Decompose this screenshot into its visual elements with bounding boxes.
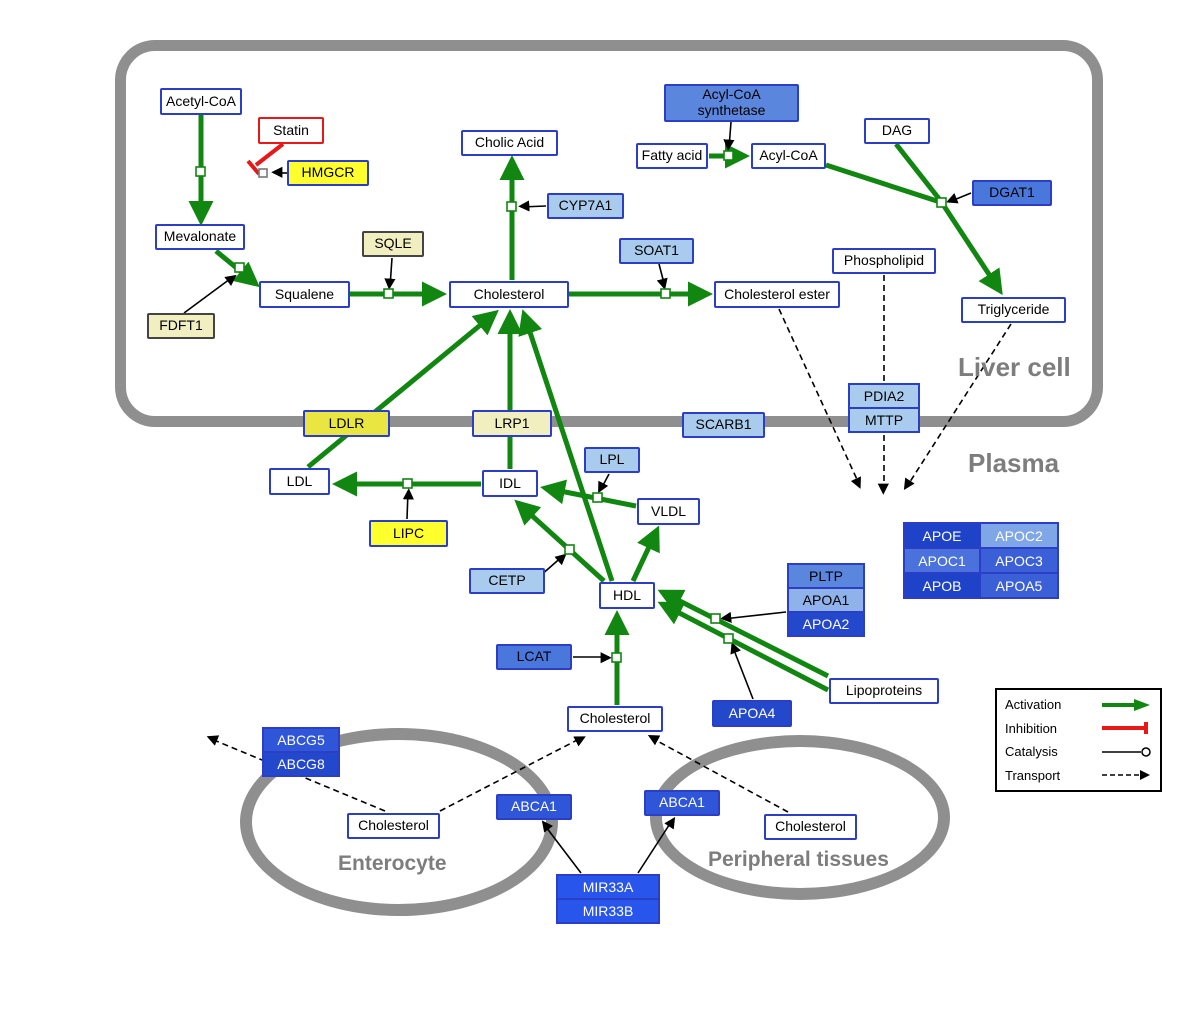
node-apoa1[interactable]: APOA1: [787, 587, 865, 613]
node-lcat[interactable]: LCAT: [496, 644, 572, 670]
node-hdl[interactable]: HDL: [599, 582, 655, 609]
node-lpl[interactable]: LPL: [584, 447, 640, 473]
node-cholesterol-peripheral[interactable]: Cholesterol: [764, 814, 857, 840]
node-abcg5[interactable]: ABCG5: [262, 727, 340, 753]
abcg5-abcg8-complex: ABCG5 ABCG8: [262, 727, 340, 777]
legend-transport-label: Transport: [1005, 767, 1061, 783]
inhibition-tbar-icon: [1102, 722, 1148, 735]
node-mevalonate[interactable]: Mevalonate: [155, 224, 245, 250]
apolipoprotein-group: APOE APOC2 APOC1 APOC3 APOB APOA5: [903, 522, 1059, 599]
legend-activation-label: Activation: [1005, 697, 1062, 713]
legend-catalysis-label: Catalysis: [1005, 744, 1058, 760]
activation-edges: [188, 115, 1003, 705]
legend-catalysis: Catalysis: [1005, 744, 1152, 759]
node-ldl[interactable]: LDL: [269, 468, 330, 495]
node-apoa5[interactable]: APOA5: [979, 572, 1059, 599]
catalysis-edges: [183, 121, 972, 874]
liver-cell-label: Liver cell: [958, 352, 1071, 382]
node-hmgcr[interactable]: HMGCR: [287, 160, 369, 186]
node-fdft1[interactable]: FDFT1: [147, 313, 215, 339]
node-cholesterol-plasma[interactable]: Cholesterol: [567, 706, 663, 732]
node-cyp7a1[interactable]: CYP7A1: [547, 193, 624, 219]
node-pdia2[interactable]: PDIA2: [848, 383, 920, 409]
node-apoa2[interactable]: APOA2: [787, 611, 865, 637]
node-apoc1[interactable]: APOC1: [903, 547, 981, 574]
node-mir33b[interactable]: MIR33B: [556, 898, 660, 924]
node-acyl-coa[interactable]: Acyl-CoA: [751, 143, 826, 169]
inhibition-edge: [246, 142, 285, 176]
node-lipc[interactable]: LIPC: [369, 520, 448, 547]
node-sqle[interactable]: SQLE: [362, 231, 424, 257]
legend-inhibition-label: Inhibition: [1005, 720, 1058, 736]
node-cholesterol-liver[interactable]: Cholesterol: [449, 281, 569, 308]
node-idl[interactable]: IDL: [482, 470, 538, 497]
node-cholesterol-enterocyte[interactable]: Cholesterol: [347, 813, 440, 839]
node-apoe[interactable]: APOE: [903, 522, 981, 549]
node-pltp[interactable]: PLTP: [787, 563, 865, 589]
node-statin[interactable]: Statin: [258, 117, 324, 144]
transport-dashed-arrow-icon: [1102, 770, 1150, 781]
node-triglyceride[interactable]: Triglyceride: [961, 297, 1066, 323]
legend: Activation Inhibition Catalysis Transpor…: [995, 688, 1162, 792]
mir33-complex: MIR33A MIR33B: [556, 874, 660, 924]
peripheral-tissues-label: Peripheral tissues: [708, 848, 889, 871]
node-apob[interactable]: APOB: [903, 572, 981, 599]
node-phospholipid[interactable]: Phospholipid: [832, 248, 936, 274]
pltp-apoa-complex: PLTP APOA1 APOA2: [787, 563, 865, 637]
node-ldlr[interactable]: LDLR: [303, 410, 390, 437]
enterocyte-label: Enterocyte: [338, 852, 447, 875]
liver-cell-membrane: [115, 40, 1103, 427]
node-dag[interactable]: DAG: [864, 118, 930, 144]
node-scarb1[interactable]: SCARB1: [682, 412, 765, 438]
plasma-label: Plasma: [968, 448, 1060, 478]
node-lrp1[interactable]: LRP1: [472, 410, 552, 437]
catalysis-circle-icon: [1102, 747, 1151, 757]
node-abca1-right[interactable]: ABCA1: [644, 790, 720, 816]
node-acyl-coa-synthetase[interactable]: Acyl-CoA synthetase: [664, 84, 799, 122]
node-lipoproteins[interactable]: Lipoproteins: [829, 678, 939, 704]
pdia2-mttp-complex: PDIA2 MTTP: [848, 383, 920, 433]
node-abca1-left[interactable]: ABCA1: [496, 794, 572, 820]
node-mir33a[interactable]: MIR33A: [556, 874, 660, 900]
legend-transport: Transport: [1005, 768, 1152, 783]
node-cholesterol-ester[interactable]: Cholesterol ester: [714, 281, 840, 308]
node-fatty-acid[interactable]: Fatty acid: [636, 143, 708, 169]
node-squalene[interactable]: Squalene: [259, 281, 350, 308]
node-acetyl-coa[interactable]: Acetyl-CoA: [160, 88, 242, 115]
reaction-nodes: [195, 150, 947, 663]
node-mttp[interactable]: MTTP: [848, 407, 920, 433]
node-vldl[interactable]: VLDL: [637, 498, 700, 525]
legend-inhibition: Inhibition: [1005, 721, 1152, 736]
node-apoa4[interactable]: APOA4: [712, 700, 792, 727]
node-abcg8[interactable]: ABCG8: [262, 751, 340, 777]
node-apoc2[interactable]: APOC2: [979, 522, 1059, 549]
node-cholic-acid[interactable]: Cholic Acid: [461, 130, 558, 156]
node-soat1[interactable]: SOAT1: [619, 238, 694, 264]
legend-activation: Activation: [1005, 697, 1152, 712]
activation-arrow-icon: [1102, 698, 1150, 711]
node-dgat1[interactable]: DGAT1: [972, 180, 1052, 206]
node-cetp[interactable]: CETP: [469, 568, 545, 594]
node-apoc3[interactable]: APOC3: [979, 547, 1059, 574]
